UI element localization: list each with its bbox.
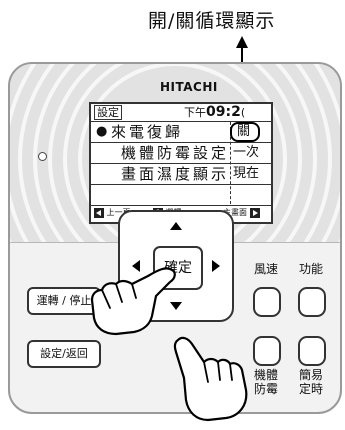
fan-speed-label: 風速 <box>253 262 278 276</box>
left-arrow-icon <box>94 207 104 218</box>
lcd-clock-suffix: ( <box>240 106 246 119</box>
lcd-row-label: 機體防霉設定 <box>121 144 230 162</box>
mold-proof-label-line2: 防霉 <box>253 382 278 396</box>
setting-back-button[interactable]: 設定/返回 <box>27 340 101 368</box>
sensor-dot <box>38 152 47 161</box>
function-label: 功能 <box>298 262 323 276</box>
quick-timer-label-line2: 定時 <box>298 382 323 396</box>
function-button[interactable] <box>298 287 326 317</box>
mold-proof-button[interactable] <box>253 336 281 366</box>
lcd-footer-home: 主畫面 <box>223 205 260 221</box>
lcd-row-label: 畫面濕度顯示 <box>121 165 230 183</box>
selection-bullet-icon: ● <box>96 124 108 139</box>
brand-logo: HITACHI <box>160 80 218 94</box>
lcd-footer-prev: 上一頁 <box>94 205 131 221</box>
lcd-row-empty <box>91 185 271 206</box>
lcd-screen: 設定 下午09:2( ● 來電復歸 關 機體防霉設定 一次 畫面濕度顯示 現在 <box>89 102 273 224</box>
lcd-clock: 下午09:2( <box>184 104 245 121</box>
lcd-footer-home-label: 主畫面 <box>223 208 247 217</box>
mold-proof-label: 機體 防霉 <box>246 368 286 396</box>
quick-timer-label-line1: 簡易 <box>298 368 323 382</box>
right-arrow-icon <box>249 207 260 218</box>
lcd-clock-time: 09:2 <box>206 104 241 120</box>
quick-timer-button[interactable] <box>298 336 326 366</box>
lcd-row-value: 一次 <box>233 145 260 160</box>
lcd-clock-prefix: 下午 <box>184 106 206 119</box>
lcd-header: 設定 下午09:2( <box>91 104 271 122</box>
lcd-row-value: 關 <box>237 124 251 139</box>
lcd-row-mold-setting: 機體防霉設定 一次 <box>91 143 271 164</box>
mold-proof-label-line1: 機體 <box>253 368 278 382</box>
lcd-row-label: 來電復歸 <box>111 123 184 141</box>
fan-speed-button[interactable] <box>253 287 281 317</box>
lcd-row-humidity-display: 畫面濕度顯示 現在 <box>91 164 271 185</box>
lcd-value-separator <box>230 122 231 204</box>
lcd-row-power-restore: ● 來電復歸 關 <box>91 122 271 143</box>
lcd-mode-badge: 設定 <box>94 105 122 120</box>
pointing-hand-icon <box>90 267 176 336</box>
dpad-arrows-icon <box>132 222 220 310</box>
cycle-display-callout: 開/關循環顯示 <box>148 10 276 32</box>
pointing-hand-icon <box>173 336 248 422</box>
lcd-row-value: 現在 <box>233 166 260 181</box>
lcd-selected-value-highlight <box>230 122 260 142</box>
lcd-footer-prev-label: 上一頁 <box>106 208 131 217</box>
quick-timer-label: 簡易 定時 <box>291 368 331 396</box>
